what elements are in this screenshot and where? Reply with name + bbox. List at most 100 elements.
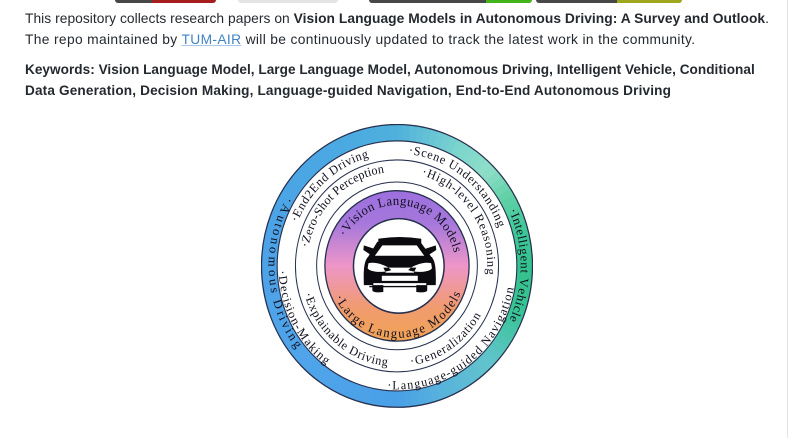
svg-text:a: a <box>375 323 385 339</box>
svg-text:t: t <box>272 222 286 230</box>
svg-text:o: o <box>266 270 280 277</box>
svg-text:·: · <box>332 292 347 303</box>
svg-text:t: t <box>512 223 526 231</box>
svg-text:o: o <box>500 293 515 303</box>
svg-text:n: n <box>393 193 400 208</box>
svg-text:g: g <box>413 376 421 391</box>
svg-text:p: p <box>356 168 367 184</box>
svg-text:r: r <box>335 159 345 173</box>
svg-text:c: c <box>510 304 525 314</box>
svg-text:l: l <box>509 310 523 319</box>
svg-text:I: I <box>508 211 522 220</box>
svg-text:n: n <box>374 353 383 368</box>
svg-text:n: n <box>510 216 525 228</box>
svg-text:v: v <box>364 350 375 366</box>
svg-text:e: e <box>350 170 361 186</box>
svg-text:i: i <box>512 301 526 309</box>
svg-text:-: - <box>443 366 453 381</box>
svg-text:i: i <box>353 207 365 222</box>
svg-text:·: · <box>288 215 302 225</box>
svg-text:a: a <box>478 228 493 239</box>
svg-text:r: r <box>274 309 289 319</box>
svg-text:·: · <box>302 291 316 299</box>
svg-text:e: e <box>438 368 449 384</box>
svg-text:e: e <box>447 234 463 246</box>
svg-text:g: g <box>493 313 508 325</box>
svg-text:g: g <box>517 248 531 257</box>
svg-text:·: · <box>506 206 520 216</box>
svg-text:c: c <box>345 173 357 188</box>
svg-text:s: s <box>480 234 495 243</box>
svg-text:l: l <box>446 293 461 304</box>
svg-text:e: e <box>507 314 522 325</box>
svg-text:a: a <box>385 193 393 209</box>
svg-text:i: i <box>491 318 505 328</box>
svg-text:s: s <box>268 287 282 295</box>
svg-text:m: m <box>266 257 280 268</box>
svg-text:s: s <box>448 289 463 300</box>
svg-text:u: u <box>273 214 288 226</box>
svg-text:e: e <box>513 228 528 238</box>
svg-text:u: u <box>406 194 416 210</box>
svg-text:r: r <box>341 176 352 190</box>
svg-text:l: l <box>449 241 464 250</box>
svg-text:i: i <box>366 165 374 180</box>
svg-text:g: g <box>410 322 421 339</box>
svg-text:e: e <box>277 285 292 294</box>
svg-text:V: V <box>516 277 531 288</box>
svg-text:o: o <box>269 228 284 238</box>
svg-text:g: g <box>381 354 389 369</box>
svg-text:a: a <box>400 378 407 393</box>
svg-text:t: t <box>518 270 532 275</box>
svg-text:t: t <box>498 303 512 312</box>
svg-text:i: i <box>283 305 297 314</box>
svg-text:·: · <box>408 143 414 158</box>
svg-text:u: u <box>398 326 406 342</box>
svg-text:n: n <box>502 286 517 295</box>
svg-text:g: g <box>432 371 442 387</box>
svg-text:i: i <box>280 297 294 305</box>
svg-text:l: l <box>452 185 464 199</box>
svg-text:s: s <box>450 245 465 254</box>
svg-text:g: g <box>447 363 459 379</box>
svg-text:D: D <box>276 275 291 286</box>
svg-text:n: n <box>483 249 497 257</box>
svg-text:a: a <box>495 306 510 317</box>
svg-text:g: g <box>391 326 399 342</box>
svg-text:e: e <box>416 320 427 336</box>
svg-text:g: g <box>360 147 370 163</box>
svg-text:r: r <box>356 347 365 362</box>
svg-text:a: a <box>412 196 422 212</box>
svg-text:Z: Z <box>299 233 314 244</box>
svg-text:u: u <box>419 375 428 390</box>
svg-text:h: h <box>513 294 528 304</box>
svg-text:L: L <box>392 379 399 393</box>
svg-text:g: g <box>484 268 498 275</box>
svg-text:u: u <box>266 278 280 287</box>
svg-text:c: c <box>420 146 429 161</box>
svg-text:S: S <box>413 144 422 159</box>
svg-text:·: · <box>387 378 392 393</box>
svg-text:l: l <box>335 336 346 350</box>
svg-text:i: i <box>489 207 503 217</box>
svg-text:e: e <box>433 344 444 360</box>
svg-text:n: n <box>267 237 282 247</box>
svg-text:i: i <box>339 156 349 171</box>
svg-text:i: i <box>276 314 290 323</box>
svg-text:n: n <box>406 378 414 393</box>
svg-text:l: l <box>516 239 530 246</box>
svg-text:e: e <box>301 227 316 238</box>
svg-text:g: g <box>399 193 407 209</box>
svg-text:-: - <box>308 212 322 223</box>
svg-text:·: · <box>276 270 290 275</box>
svg-text:·: · <box>298 242 312 249</box>
svg-text:l: l <box>313 313 327 324</box>
svg-text:n: n <box>484 261 498 268</box>
svg-text:L: L <box>376 194 387 211</box>
svg-text:·: · <box>282 196 296 207</box>
svg-text:-: - <box>291 321 305 332</box>
svg-text:G: G <box>413 352 425 368</box>
svg-text:i: i <box>484 256 498 261</box>
svg-text:e: e <box>518 256 532 263</box>
svg-text:e: e <box>422 350 432 366</box>
